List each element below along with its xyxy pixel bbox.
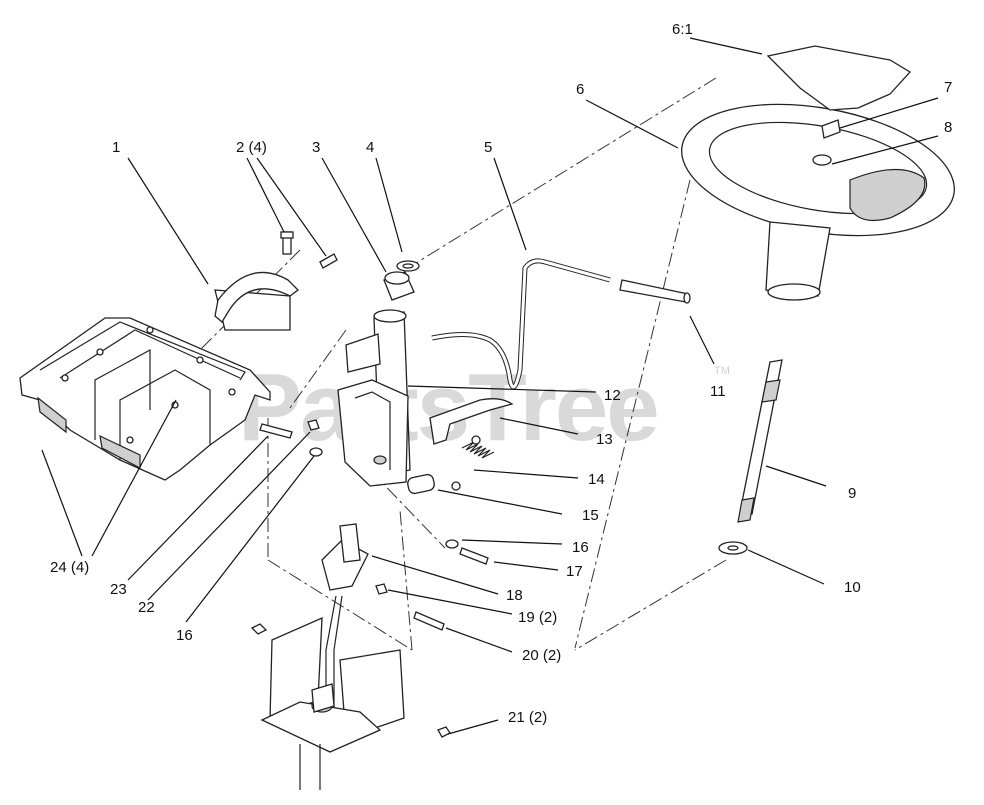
steering-wheel-part-6 (681, 103, 955, 301)
callout-18: 18 (506, 587, 523, 604)
spring-part-14 (451, 435, 495, 491)
callout-1: 1 (112, 139, 120, 156)
callout-6: 6 (576, 81, 584, 98)
washer-part-4 (396, 260, 420, 272)
clamp-part-2 (214, 231, 338, 323)
callout-22: 22 (138, 599, 155, 616)
callout-13: 13 (596, 431, 613, 448)
nut-part-7 (821, 119, 841, 139)
universal-joint-part-18 (321, 523, 369, 720)
lower-mount-bracket (250, 616, 451, 790)
callout-5: 5 (484, 139, 492, 156)
callout-6-1: 6:1 (672, 21, 693, 38)
callout-23: 23 (110, 581, 127, 598)
callout-11: 11 (710, 383, 726, 400)
callout-9: 9 (848, 485, 856, 502)
callout-24: 24 (4) (50, 559, 89, 576)
callout-16-left: 16 (176, 627, 193, 644)
callout-7: 7 (944, 79, 952, 96)
callout-15: 15 (582, 507, 599, 524)
washer-part-8 (812, 154, 832, 166)
bushing-part-3 (383, 271, 415, 301)
watermark-trademark: TM (714, 365, 730, 377)
callout-16-right: 16 (572, 539, 589, 556)
callout-12: 12 (604, 387, 621, 404)
spacer-part-15 (407, 473, 435, 495)
frame-bracket-part-1 (19, 289, 291, 481)
bracket-part-13 (429, 398, 514, 445)
washer-part-10 (718, 541, 748, 555)
callout-8: 8 (944, 119, 952, 136)
wheel-cap-part-6-1 (766, 45, 912, 111)
callout-14: 14 (588, 471, 605, 488)
callout-4: 4 (366, 139, 374, 156)
callout-10: 10 (844, 579, 861, 596)
steering-column-tube (337, 309, 411, 487)
watermark: PartsTree (238, 354, 658, 461)
hardware-small-parts (259, 419, 489, 631)
callout-2: 2 (4) (236, 139, 267, 156)
steering-shaft-part-9 (737, 359, 783, 523)
callout-labels: 1 2 (4) 3 4 5 6 6:1 7 8 9 10 11 12 13 14… (50, 21, 952, 726)
callout-21: 21 (2) (508, 709, 547, 726)
rod-part-5 (431, 258, 691, 390)
callout-20: 20 (2) (522, 647, 561, 664)
callout-19: 19 (2) (518, 609, 557, 626)
callout-3: 3 (312, 139, 320, 156)
callout-17: 17 (566, 563, 583, 580)
leader-lines (41, 37, 939, 735)
